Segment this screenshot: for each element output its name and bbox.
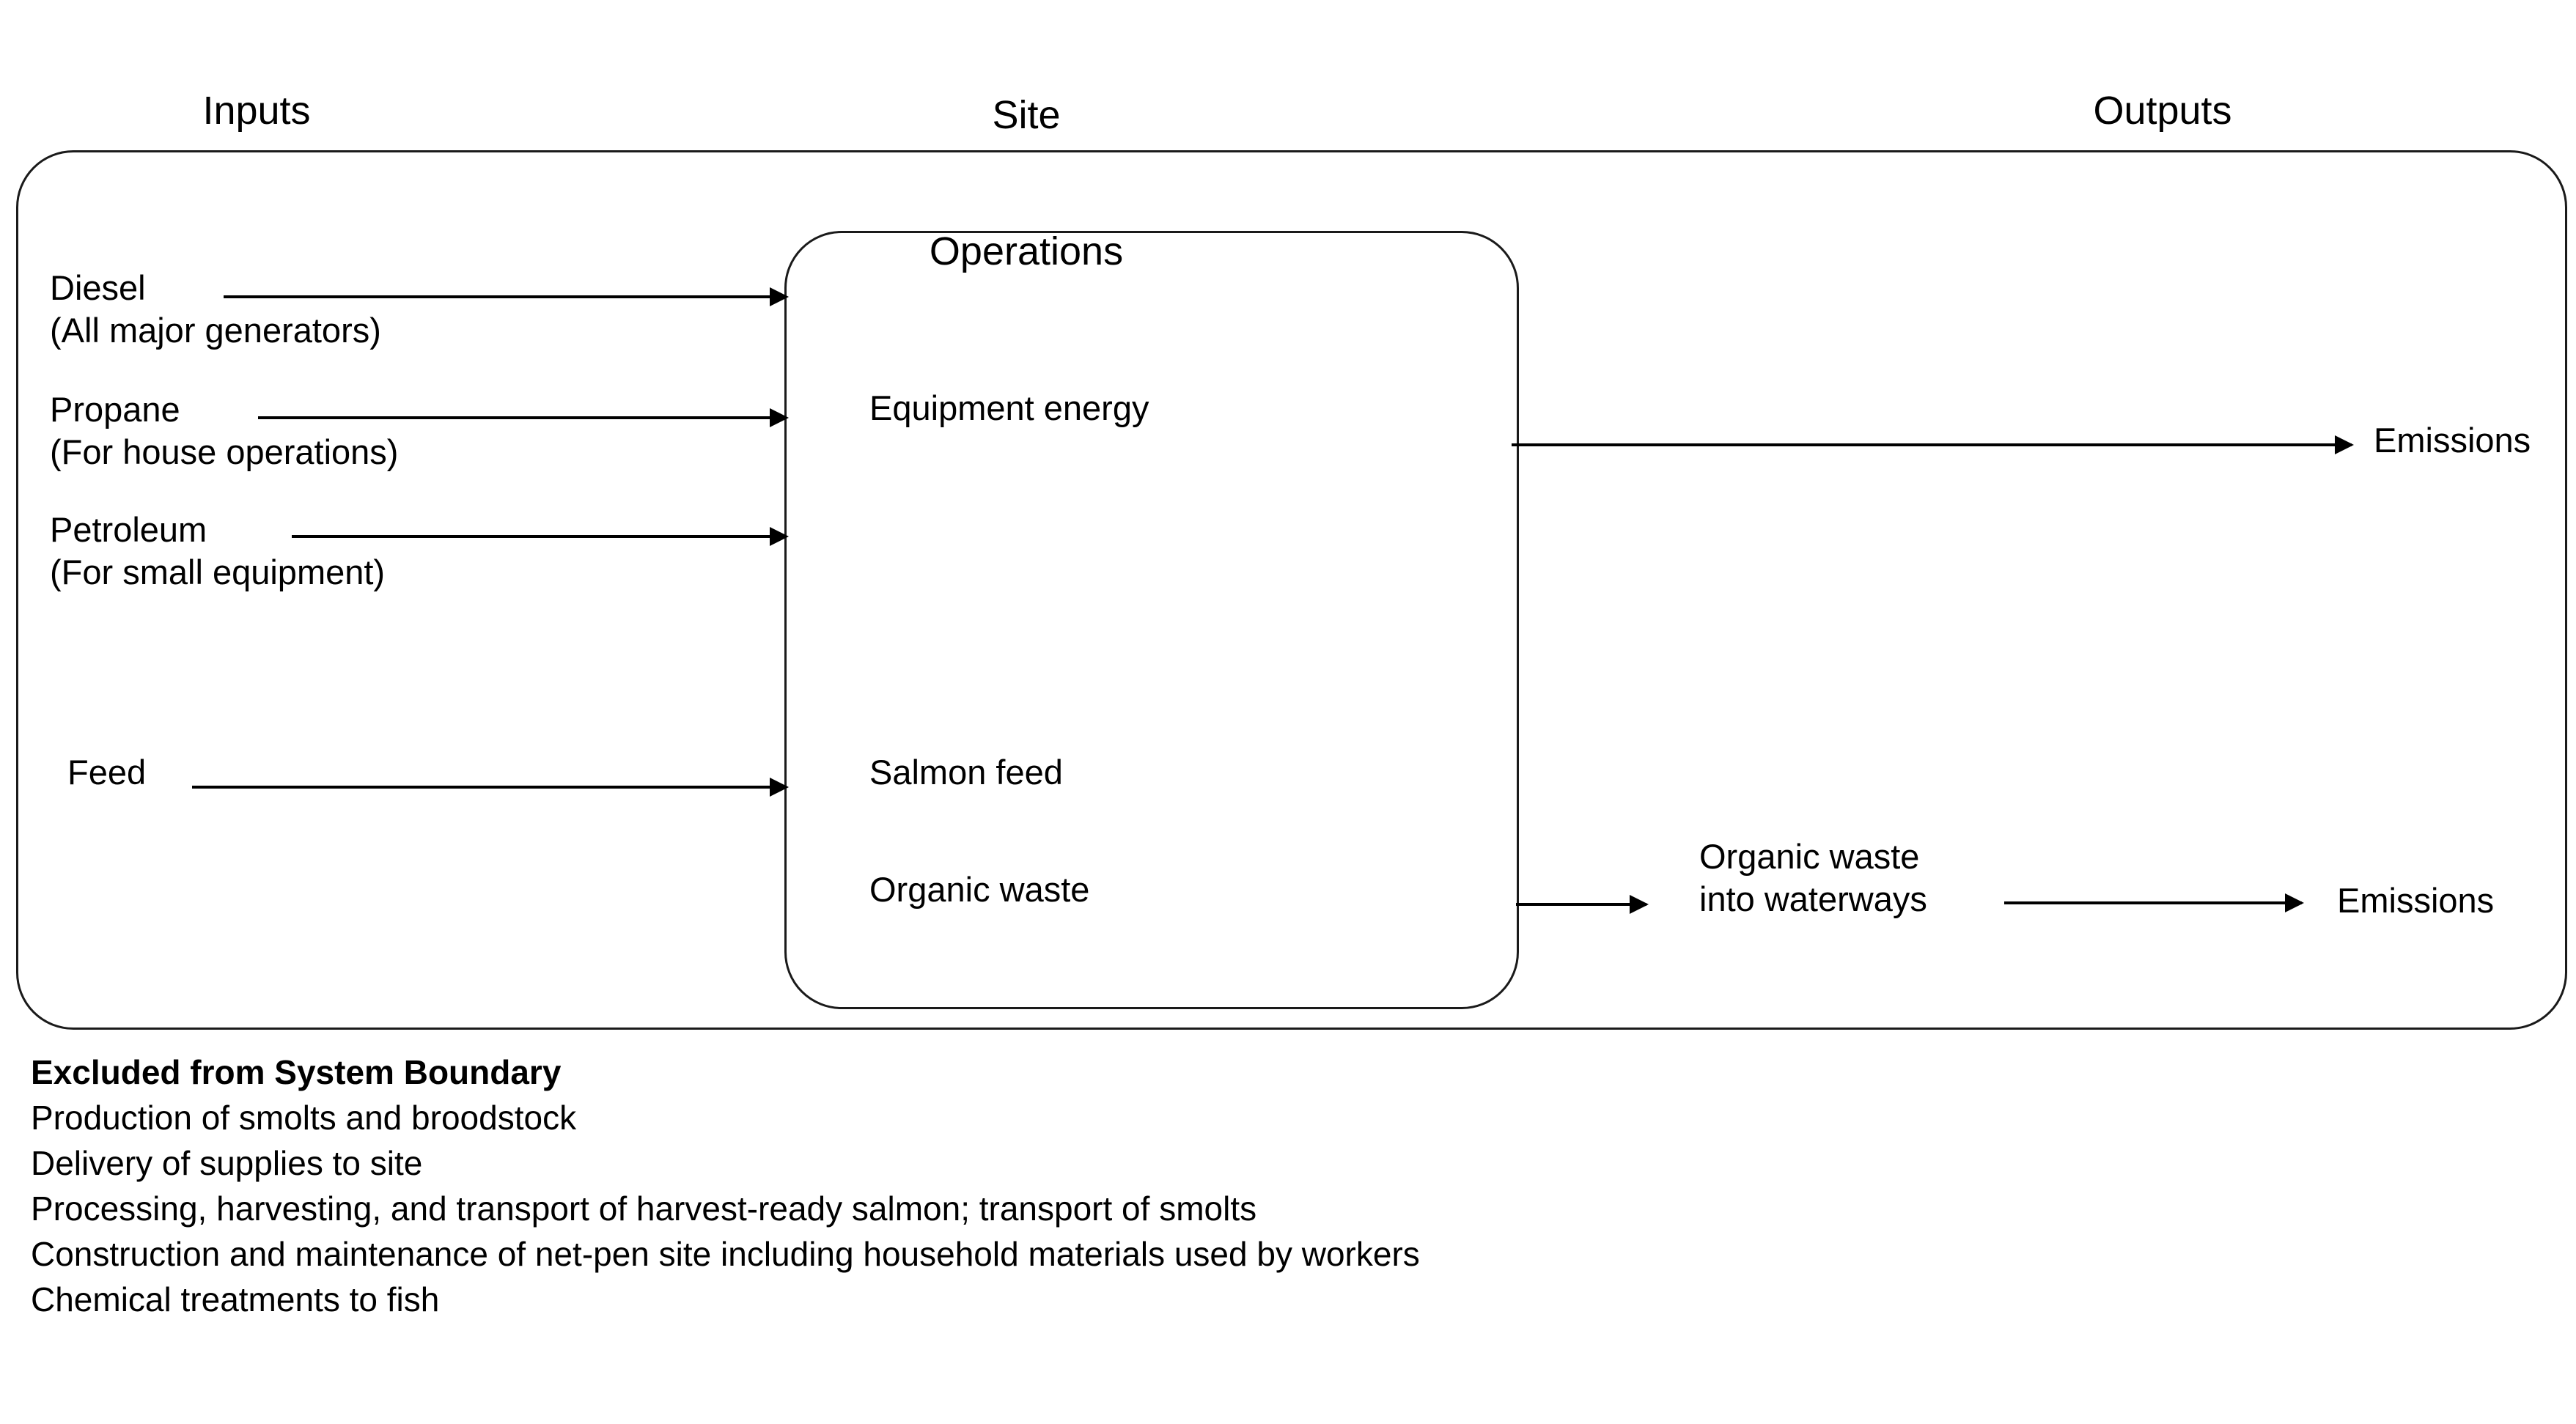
site-operation-equipment-energy: Equipment energy (869, 388, 1149, 427)
input-label-petroleum: Petroleum (50, 510, 207, 549)
input-label-feed: Feed (67, 753, 147, 792)
site-operation-organic-waste: Organic waste (869, 870, 1090, 909)
input-note-diesel: (All major generators) (50, 311, 381, 350)
arrow-waterways-to-emissions (2004, 901, 2302, 904)
system-boundary-box (16, 150, 2567, 1030)
input-label-propane: Propane (50, 390, 180, 429)
arrow-petroleum-to-operations (292, 535, 787, 538)
excluded-item: Delivery of supplies to site (31, 1144, 423, 1182)
arrow-propane-to-operations (258, 416, 787, 419)
output-label-organic-waste-waterways-line2: into waterways (1699, 879, 1927, 918)
output-label-emissions-water: Emissions (2337, 881, 2495, 920)
arrow-feed-to-operations (192, 786, 787, 789)
arrow-diesel-to-operations (224, 295, 787, 298)
input-note-propane: (For house operations) (50, 432, 399, 471)
excluded-item: Chemical treatments to fish (31, 1280, 440, 1318)
site-operation-salmon-feed: Salmon feed (869, 753, 1063, 792)
site-operations-box (784, 231, 1519, 1009)
column-header-site-line2: Operations (929, 229, 1124, 273)
excluded-from-system-boundary: Excluded from System Boundary Production… (31, 1049, 2523, 1322)
output-label-emissions-air: Emissions (2374, 421, 2531, 460)
arrow-operations-to-emissions (1512, 443, 2352, 446)
column-header-outputs: Outputs (2093, 89, 2232, 133)
column-header-inputs: Inputs (202, 89, 311, 133)
excluded-item: Processing, harvesting, and transport of… (31, 1189, 1257, 1228)
arrow-organic-waste-to-waterways (1516, 903, 1646, 906)
excluded-item: Production of smolts and broodstock (31, 1099, 577, 1137)
input-label-diesel: Diesel (50, 268, 146, 307)
input-note-petroleum: (For small equipment) (50, 553, 386, 591)
column-header-site-operations: Site Operations (850, 1, 1202, 365)
column-header-site-line1: Site (992, 93, 1061, 137)
excluded-item: Construction and maintenance of net-pen … (31, 1235, 1420, 1273)
excluded-title: Excluded from System Boundary (31, 1053, 562, 1091)
output-label-organic-waste-waterways-line1: Organic waste (1699, 837, 1920, 876)
